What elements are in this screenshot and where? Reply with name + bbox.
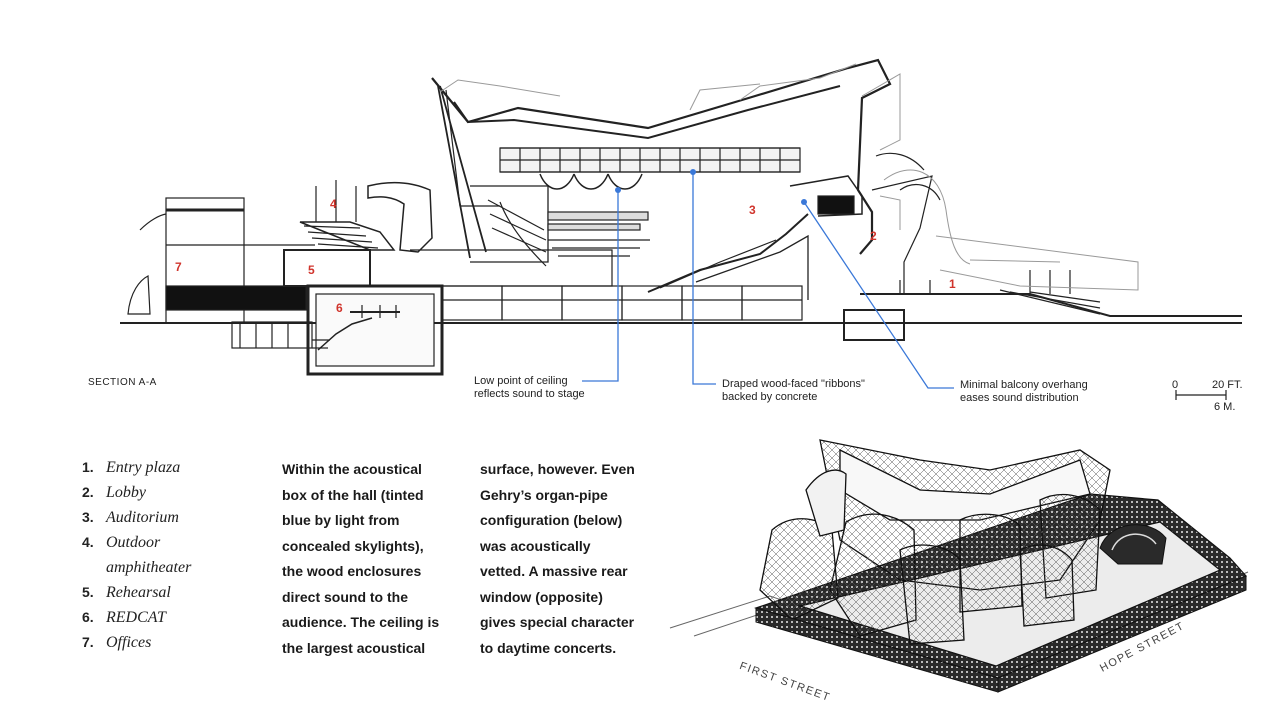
legend-item: 3.Auditorium xyxy=(82,509,179,526)
body-line: Gehry’s organ-pipe xyxy=(480,486,608,503)
scale-feet: 20 FT. xyxy=(1212,379,1243,391)
body-line: audience. The ceiling is xyxy=(282,614,440,630)
section-title: SECTION A-A xyxy=(88,377,157,388)
zone-label-3: 3 xyxy=(749,203,756,217)
zone-label-4: 4 xyxy=(330,197,337,211)
body-line: gives special character xyxy=(480,614,635,630)
legend-item: 2.Lobby xyxy=(82,484,146,501)
body-text-column-2: surface, however. Even Gehry’s organ-pip… xyxy=(480,457,670,661)
body-line: box of the hall (tinted xyxy=(282,486,424,503)
sail-forms xyxy=(759,439,1111,645)
ceiling-leader xyxy=(582,190,619,382)
legend-item: 5.Rehearsal xyxy=(82,584,171,601)
balcony-callout-line-1: Minimal balcony overhang xyxy=(960,379,1088,391)
legend-item: 1.Entry plaza xyxy=(82,459,181,476)
callout-dots xyxy=(615,169,807,205)
amphitheater-ring xyxy=(1099,524,1167,565)
ribbons-leader xyxy=(692,172,716,385)
zone-label-2: 2 xyxy=(870,229,877,243)
balcony-callout-line-2: eases sound distribution xyxy=(960,392,1079,404)
body-line: blue by light from xyxy=(282,512,400,528)
zone-labels: 1 2 3 4 5 6 7 xyxy=(175,197,956,315)
legend-item: 7.Offices xyxy=(82,634,152,651)
balcony-leader xyxy=(803,201,954,389)
body-line: direct sound to the xyxy=(282,588,408,605)
body-line: the wood enclosures xyxy=(282,563,422,579)
building-section-linework xyxy=(120,58,1242,376)
scale-zero: 0 xyxy=(1172,379,1179,391)
body-line: was acoustically xyxy=(480,537,591,554)
axonometric-drawing xyxy=(669,439,1249,693)
balcony-callout: Minimal balcony overhang eases sound dis… xyxy=(960,379,1088,405)
body-text-column-1: Within the acoustical box of the hall (t… xyxy=(282,457,462,661)
body-line: window (opposite) xyxy=(480,588,603,605)
body-line: Within the acoustical xyxy=(282,461,422,477)
ribbons-callout-line-1: Draped wood-faced "ribbons" xyxy=(722,378,865,390)
zone-label-6: 6 xyxy=(336,301,343,315)
body-line: the largest acoustical xyxy=(282,639,426,656)
zone-label-7: 7 xyxy=(175,260,182,274)
legend-list: 1.Entry plaza 2.Lobby 3.Auditorium 4.Out… xyxy=(82,455,191,655)
zone-label-1: 1 xyxy=(949,277,956,291)
scale-meters: 6 M. xyxy=(1214,401,1236,413)
legend-item: 6.REDCAT xyxy=(82,609,166,626)
ribbons-callout: Draped wood-faced "ribbons" backed by co… xyxy=(722,378,865,404)
body-line: surface, however. Even xyxy=(480,461,635,477)
body-line: to daytime concerts. xyxy=(480,639,617,656)
scale-bar xyxy=(1175,390,1227,400)
ceiling-callout-line-1: Low point of ceiling xyxy=(474,375,568,387)
body-line: concealed skylights), xyxy=(282,537,424,554)
zone-label-5: 5 xyxy=(308,263,315,277)
body-line: vetted. A massive rear xyxy=(480,563,628,579)
callout-leaders xyxy=(582,172,954,389)
body-line: configuration (below) xyxy=(480,512,623,528)
ceiling-callout: Low point of ceiling reflects sound to s… xyxy=(474,375,585,401)
ceiling-callout-line-2: reflects sound to stage xyxy=(474,388,585,400)
ribbons-callout-line-2: backed by concrete xyxy=(722,391,818,403)
section-drawing: 1 2 3 4 5 6 7 xyxy=(120,58,1242,400)
